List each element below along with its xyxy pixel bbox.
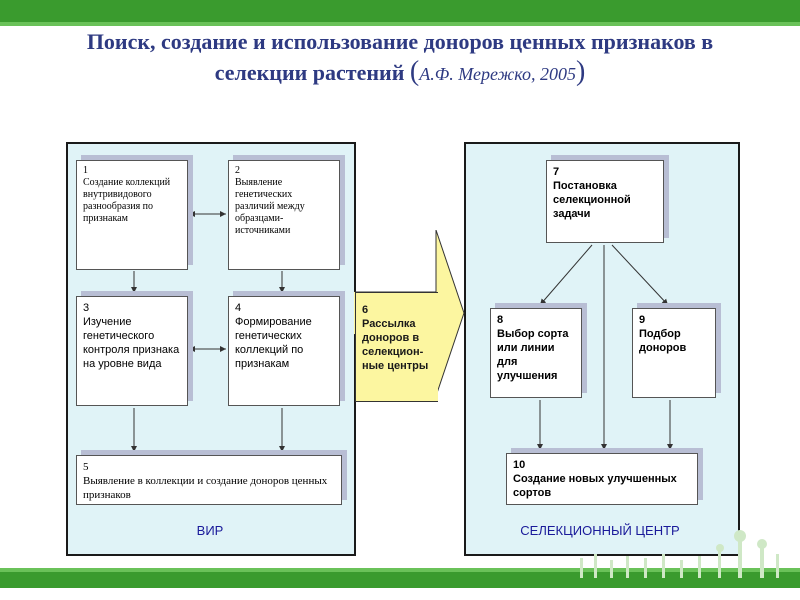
box-4-genetic-collections: 4 Формирование генетических коллекций по… bbox=[228, 296, 340, 406]
box-8-variety-choice: 8 Выбор сорта или линии для улучшения bbox=[490, 308, 582, 398]
box-9-donor-selection: 9 Подбор доноров bbox=[632, 308, 716, 398]
box-2-differences: 2 Выявление генетических различий между … bbox=[228, 160, 340, 270]
title-line-2: селекции растений bbox=[214, 60, 405, 85]
dispatch-arrow-body bbox=[355, 292, 438, 402]
vir-label: ВИР bbox=[196, 523, 224, 538]
dispatch-arrow-text: 6 Рассылка доноров в селекцион-ные центр… bbox=[362, 304, 429, 372]
box-7-task: 7 Постановка селекционной задачи bbox=[546, 160, 664, 243]
box-3-genetic-control: 3 Изучение генетического контроля призна… bbox=[76, 296, 188, 406]
title-author: А.Ф. Мережко, 2005 bbox=[419, 64, 576, 84]
breeding-center-label: СЕЛЕКЦИОННЫЙ ЦЕНТР bbox=[520, 523, 680, 538]
box-1-collection: 1 Создание коллекций внутривидового разн… bbox=[76, 160, 188, 270]
box-10-new-varieties: 10 Создание новых улучшенных сортов bbox=[506, 453, 698, 505]
top-decor-bar bbox=[0, 0, 800, 26]
bottom-decor-bar bbox=[0, 568, 800, 588]
title-line-1: Поиск, создание и использование доноров … bbox=[86, 29, 714, 54]
slide-title: Поиск, создание и использование доноров … bbox=[20, 27, 780, 89]
plant-decoration-icon bbox=[580, 530, 779, 578]
box-5-donors: 5 Выявление в коллекции и создание донор… bbox=[76, 455, 342, 505]
